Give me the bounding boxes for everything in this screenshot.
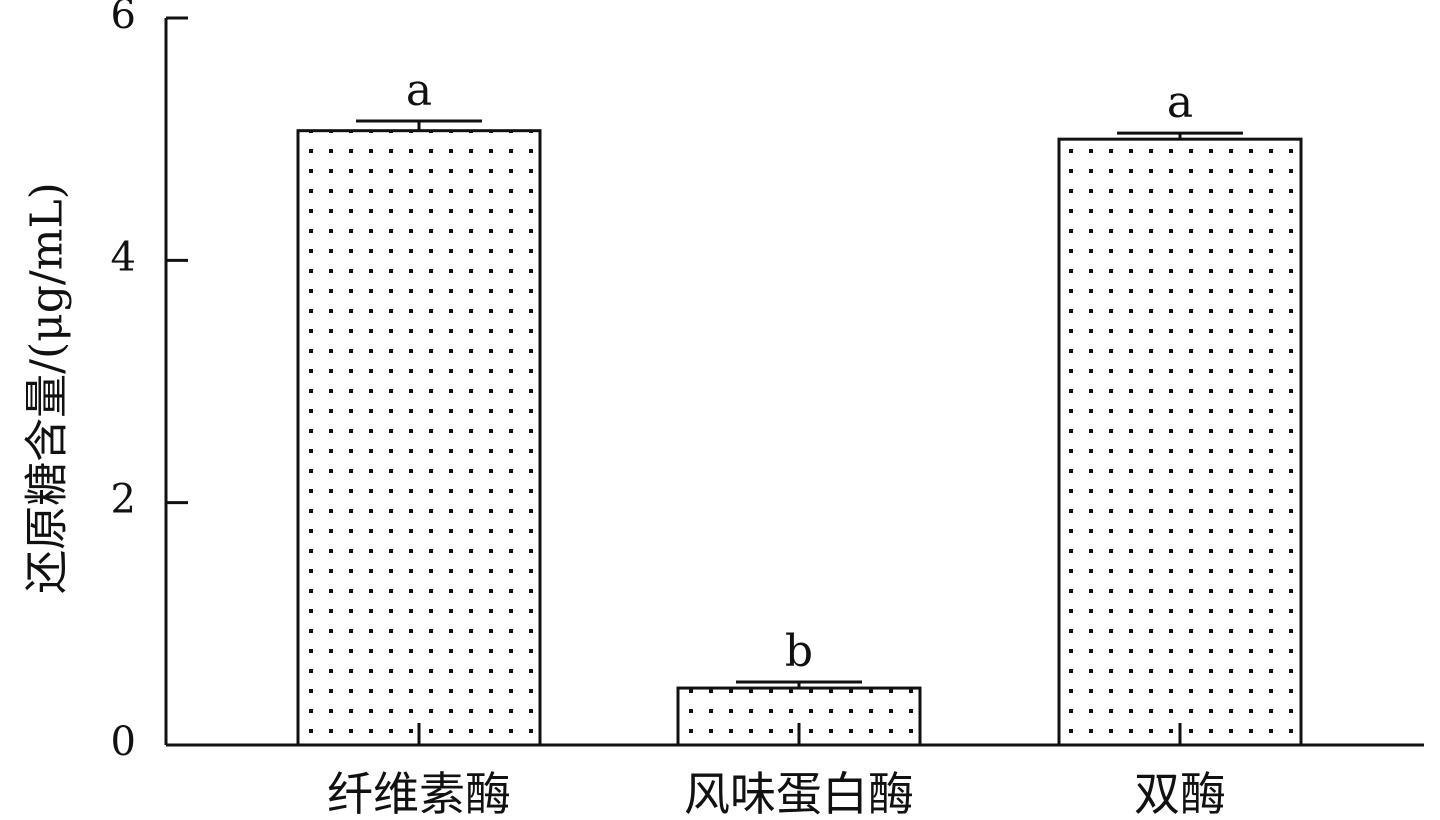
x-category-label: 纤维素酶 — [327, 767, 511, 820]
significance-labels: a b a — [406, 65, 1193, 677]
significance-label: a — [1167, 77, 1193, 128]
bars — [296, 129, 1303, 747]
x-axis-categories: 纤维素酶 风味蛋白酶 双酶 — [327, 767, 1226, 820]
y-tick-label: 4 — [111, 234, 136, 280]
x-category-label: 风味蛋白酶 — [684, 767, 914, 820]
y-axis-title: 还原糖含量/(μg/mL) — [22, 182, 73, 594]
significance-label: b — [785, 626, 813, 677]
y-tick-label: 6 — [111, 0, 136, 38]
significance-label: a — [406, 65, 432, 116]
y-tick-label: 2 — [111, 477, 136, 523]
y-tick-label: 0 — [111, 719, 136, 765]
y-axis-ticks: 0 2 4 6 — [111, 0, 188, 765]
bar — [296, 129, 542, 747]
bar — [1057, 137, 1303, 747]
x-category-label: 双酶 — [1134, 767, 1226, 820]
error-bars — [356, 119, 1243, 689]
